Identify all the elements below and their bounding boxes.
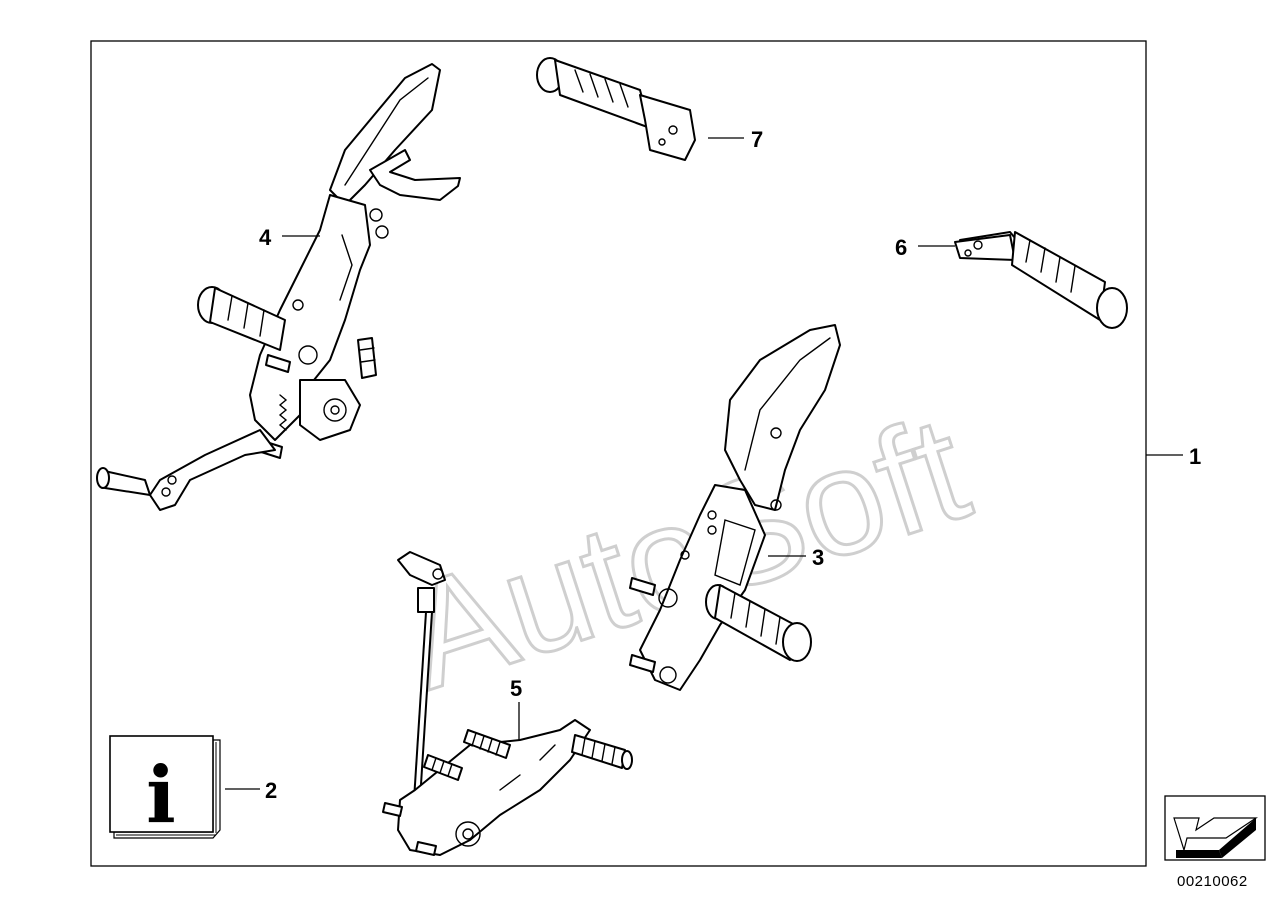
callout-2: 2 — [265, 778, 277, 803]
part-6-footpeg — [954, 231, 1128, 329]
svg-text:i: i — [146, 750, 176, 841]
part-2-info-booklet: i — [109, 735, 221, 841]
part-5-shift-lever — [382, 551, 633, 856]
reference-number: 00210062 — [1177, 873, 1248, 890]
callout-4: 4 — [259, 225, 272, 250]
callout-1: 1 — [1189, 444, 1201, 469]
callout-5: 5 — [510, 676, 522, 701]
callout-7: 7 — [751, 127, 763, 152]
diagram-frame — [90, 40, 1147, 867]
info-icon: i — [146, 750, 176, 841]
callout-3: 3 — [812, 545, 824, 570]
part-7-footpeg — [536, 57, 696, 161]
arrow-icon[interactable] — [1164, 795, 1266, 861]
callout-6: 6 — [895, 235, 907, 260]
part-4-rearset-assembly — [96, 63, 461, 511]
part-3-rearset-assembly — [629, 324, 841, 691]
